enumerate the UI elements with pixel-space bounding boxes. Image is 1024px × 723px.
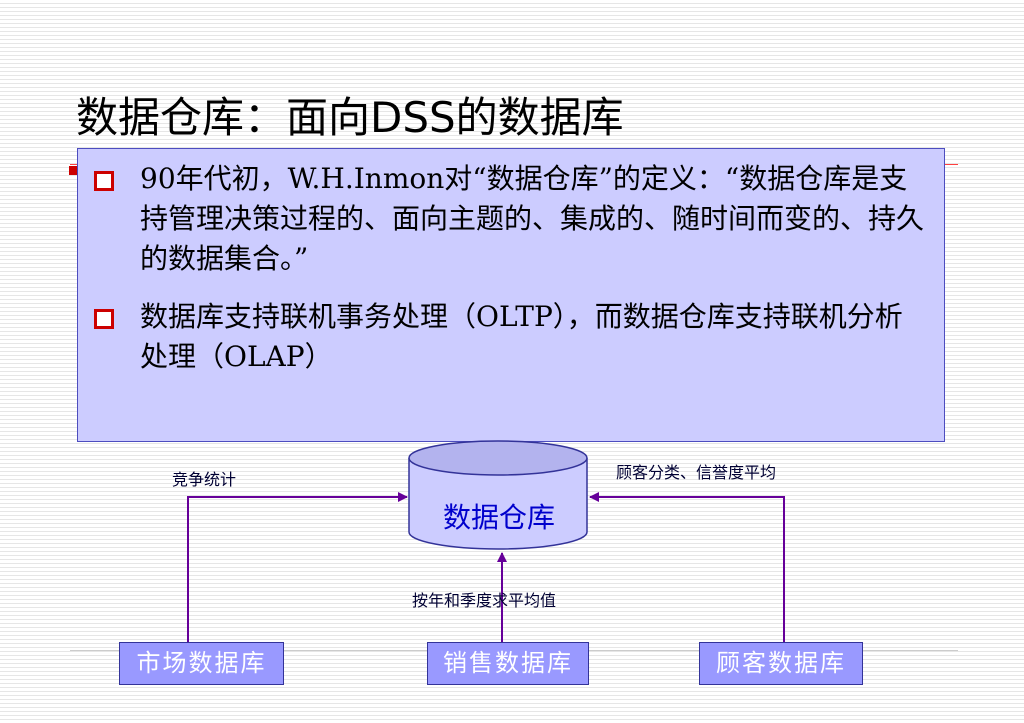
square-bullet-icon bbox=[94, 309, 114, 329]
source-market-db: 市场数据库 bbox=[119, 642, 284, 685]
connector-customer-to-warehouse bbox=[589, 492, 785, 642]
connector-market-to-warehouse bbox=[187, 492, 408, 642]
source-sales-db: 销售数据库 bbox=[427, 642, 589, 685]
page-title: 数据仓库：面向DSS的数据库 bbox=[76, 93, 624, 142]
source-customer-db: 顾客数据库 bbox=[699, 642, 863, 685]
data-warehouse-label: 数据仓库 bbox=[442, 501, 555, 534]
square-bullet-icon bbox=[94, 171, 114, 191]
edge-label-competition: 竞争统计 bbox=[172, 470, 237, 489]
definition-box: 90年代初，W.H.Inmon对“数据仓库”的定义：“数据仓库是支持管理决策过程… bbox=[77, 148, 945, 442]
edge-label-quarterly-average: 按年和季度求平均值 bbox=[412, 591, 557, 610]
title-bullet-marker bbox=[69, 166, 78, 175]
bullet-text-oltp-olap: 数据库支持联机事务处理（OLTP），而数据仓库支持联机分析处理（OLAP） bbox=[140, 300, 903, 373]
edge-label-customer-classification: 顾客分类、信誉度平均 bbox=[616, 463, 777, 482]
bullet-text-definition: 90年代初，W.H.Inmon对“数据仓库”的定义：“数据仓库是支持管理决策过程… bbox=[140, 162, 925, 275]
